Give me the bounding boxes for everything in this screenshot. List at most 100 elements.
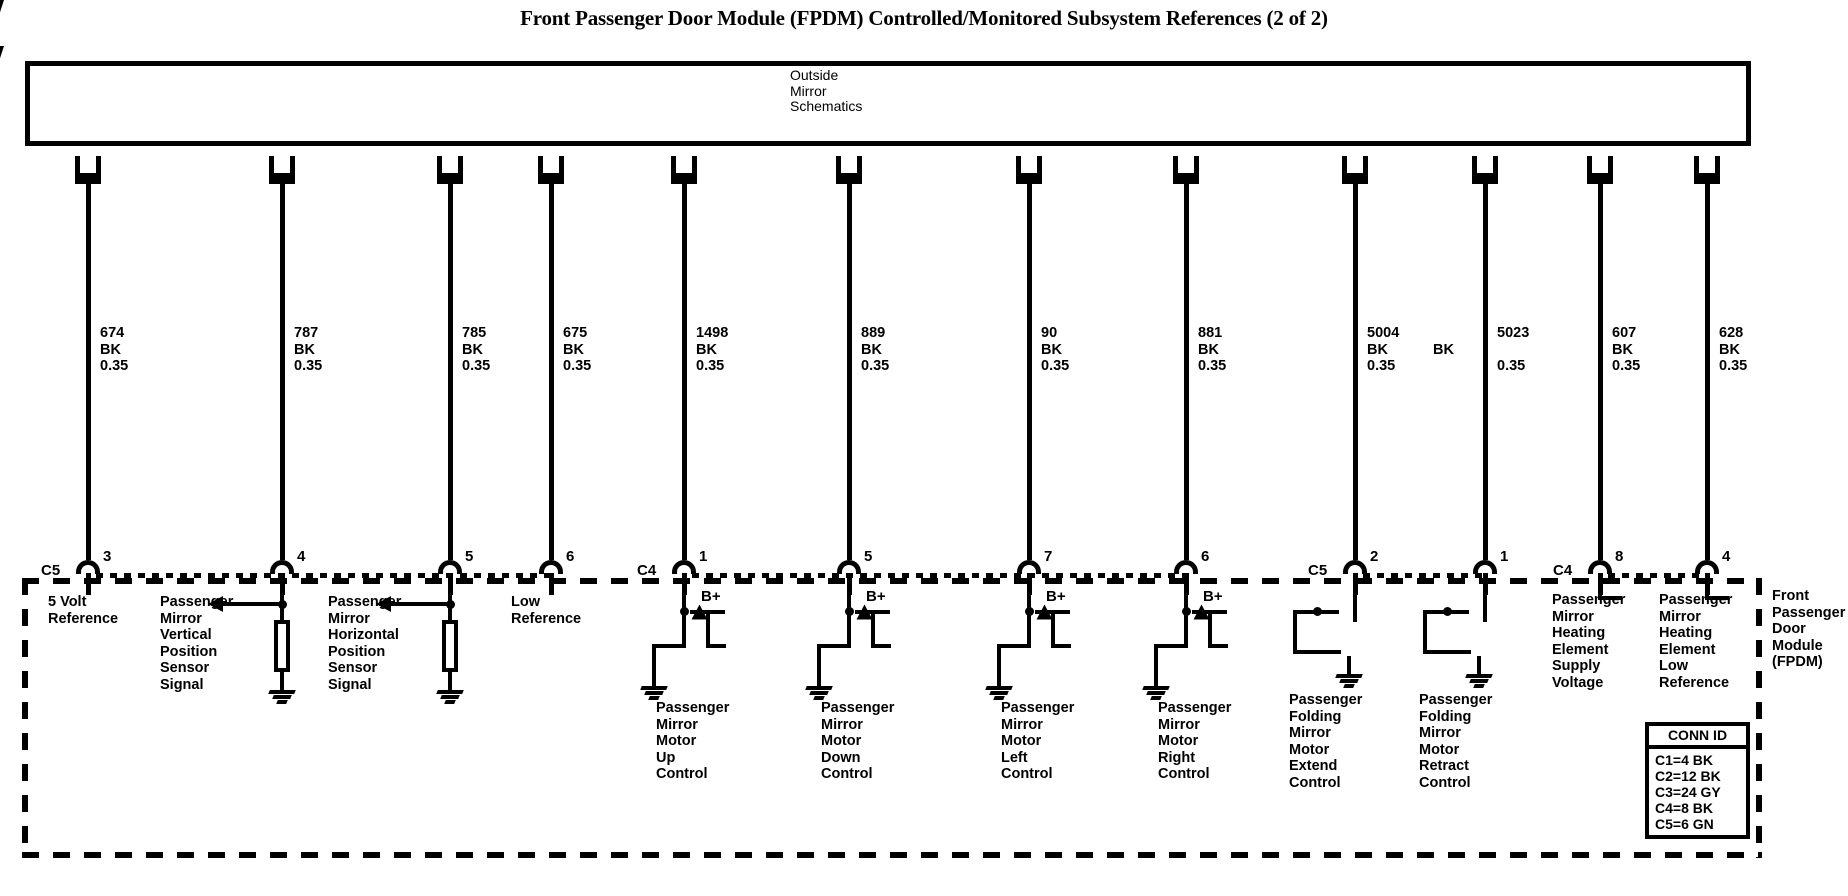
b-plus-arrow-icon <box>1193 604 1210 620</box>
wiper-line <box>222 602 282 606</box>
pin-number: 1 <box>1500 548 1509 565</box>
pin-terminal[interactable] <box>1695 560 1719 574</box>
wire-line <box>448 183 453 560</box>
b-plus-label: B+ <box>866 588 886 605</box>
ground-lead <box>817 644 821 688</box>
heater-lead-foot <box>1598 596 1622 600</box>
wire-label: 1498 BK 0.35 <box>696 325 729 374</box>
outside-mirror-schematics-label: Outside Mirror Schematics <box>790 67 863 114</box>
junction-dot <box>1181 607 1191 616</box>
pin-terminal[interactable] <box>1473 560 1497 574</box>
heater-lead <box>1705 582 1709 600</box>
ground-symbol <box>1465 674 1493 688</box>
b-plus-lead-foot <box>1051 644 1071 648</box>
wire-terminal-plug <box>269 175 295 184</box>
pin-terminal[interactable] <box>270 560 294 574</box>
b-plus-arrow-icon <box>1036 604 1053 620</box>
wire-label: 607 BK 0.35 <box>1612 325 1641 374</box>
pin-terminal[interactable] <box>837 560 861 574</box>
wire-label: 881 BK 0.35 <box>1198 325 1227 374</box>
pin-number: 1 <box>699 548 708 565</box>
connector-id-label: C4 <box>637 562 657 579</box>
pin-terminal[interactable] <box>76 560 100 574</box>
wire-terminal-plug <box>1587 175 1613 184</box>
wire-line <box>549 183 554 560</box>
b-plus-arrow-icon <box>691 604 708 620</box>
fpdm-border-bottom <box>22 852 1762 858</box>
wire-terminal-plug <box>1173 175 1199 184</box>
pin-number: 4 <box>297 548 306 565</box>
wire-line <box>1705 183 1710 560</box>
ground-symbol <box>805 686 833 700</box>
circuit-function-label: Passenger Folding Mirror Motor Retract C… <box>1419 692 1493 791</box>
pin-number: 6 <box>1201 548 1210 565</box>
switch-blade <box>0 46 4 92</box>
switch-contact-lead <box>1423 610 1427 654</box>
circuit-function-label: Passenger Mirror Motor Down Control <box>821 700 895 782</box>
circuit-function-label: Passenger Mirror Vertical Position Senso… <box>160 594 234 693</box>
switch-blade-foot <box>1477 656 1481 676</box>
wire-label: 785 BK 0.35 <box>462 325 491 374</box>
ground-symbol <box>268 690 296 704</box>
circuit-function-label: Passenger Mirror Heating Element Supply … <box>1552 592 1626 691</box>
pin-terminal[interactable] <box>672 560 696 574</box>
b-plus-lead-foot <box>1208 644 1228 648</box>
pin-terminal[interactable] <box>1588 560 1612 574</box>
pin-number: 3 <box>103 548 112 565</box>
sensor-lead-lower <box>448 670 452 692</box>
heater-lead <box>1598 582 1602 600</box>
pin-number: 6 <box>566 548 575 565</box>
connector-id-label: C4 <box>1553 562 1573 579</box>
connector-id-label: C5 <box>1308 562 1328 579</box>
junction-dot <box>277 600 287 609</box>
wire-terminal-plug <box>671 175 697 184</box>
circuit-function-label: Low Reference <box>511 594 582 627</box>
conn-id-header: CONN ID <box>1649 726 1746 749</box>
sensor-lead-lower <box>280 670 284 692</box>
b-plus-lead <box>871 610 875 646</box>
ground-symbol <box>436 690 464 704</box>
pin-terminal[interactable] <box>1343 560 1367 574</box>
wire-color-label: BK <box>1433 342 1454 358</box>
wire-label: 675 BK 0.35 <box>563 325 592 374</box>
fpdm-module-outline <box>22 578 1762 858</box>
switch-blade <box>817 644 851 648</box>
ground-symbol <box>1142 686 1170 700</box>
wire-line <box>1027 183 1032 560</box>
wire-label: 90 BK 0.35 <box>1041 325 1070 374</box>
pin-terminal[interactable] <box>1017 560 1041 574</box>
wire-line <box>280 183 285 560</box>
wire-label: 5004 BK 0.35 <box>1367 325 1400 374</box>
pin-number: 5 <box>465 548 474 565</box>
wire-line <box>1483 183 1488 560</box>
pin-terminal[interactable] <box>1174 560 1198 574</box>
wire-label: 628 BK 0.35 <box>1719 325 1748 374</box>
fpdm-border-left <box>22 578 28 858</box>
switch-lead <box>1483 582 1487 622</box>
b-plus-lead <box>1208 610 1212 646</box>
circuit-function-label: Passenger Mirror Motor Up Control <box>656 700 730 782</box>
junction-dot <box>679 607 689 616</box>
connector-bus <box>96 573 553 578</box>
conn-id-rows: C1=4 BK C2=12 BK C3=24 GY C4=8 BK C5=6 G… <box>1655 752 1721 832</box>
switch-blade <box>1154 644 1188 648</box>
resistor-symbol <box>274 620 290 672</box>
pin-terminal[interactable] <box>438 560 462 574</box>
page-title: Front Passenger Door Module (FPDM) Contr… <box>520 6 1328 30</box>
wire-terminal-plug <box>1472 175 1498 184</box>
wire-terminal-plug <box>1694 175 1720 184</box>
wire-label: 889 BK 0.35 <box>861 325 890 374</box>
pin-stub <box>86 573 91 595</box>
fpdm-module-name: Front Passenger Door Module (FPDM) <box>1772 588 1846 670</box>
b-plus-label: B+ <box>1046 588 1066 605</box>
junction-dot <box>1443 607 1452 616</box>
pin-terminal[interactable] <box>539 560 563 574</box>
circuit-function-label: 5 Volt Reference <box>48 594 119 627</box>
switch-contact-foot <box>1423 650 1471 654</box>
wire-line <box>682 183 687 560</box>
wire-line <box>1184 183 1189 560</box>
ground-lead <box>1154 644 1158 688</box>
junction-dot <box>1024 607 1034 616</box>
heater-lead-foot <box>1705 596 1729 600</box>
pin-number: 5 <box>864 548 873 565</box>
